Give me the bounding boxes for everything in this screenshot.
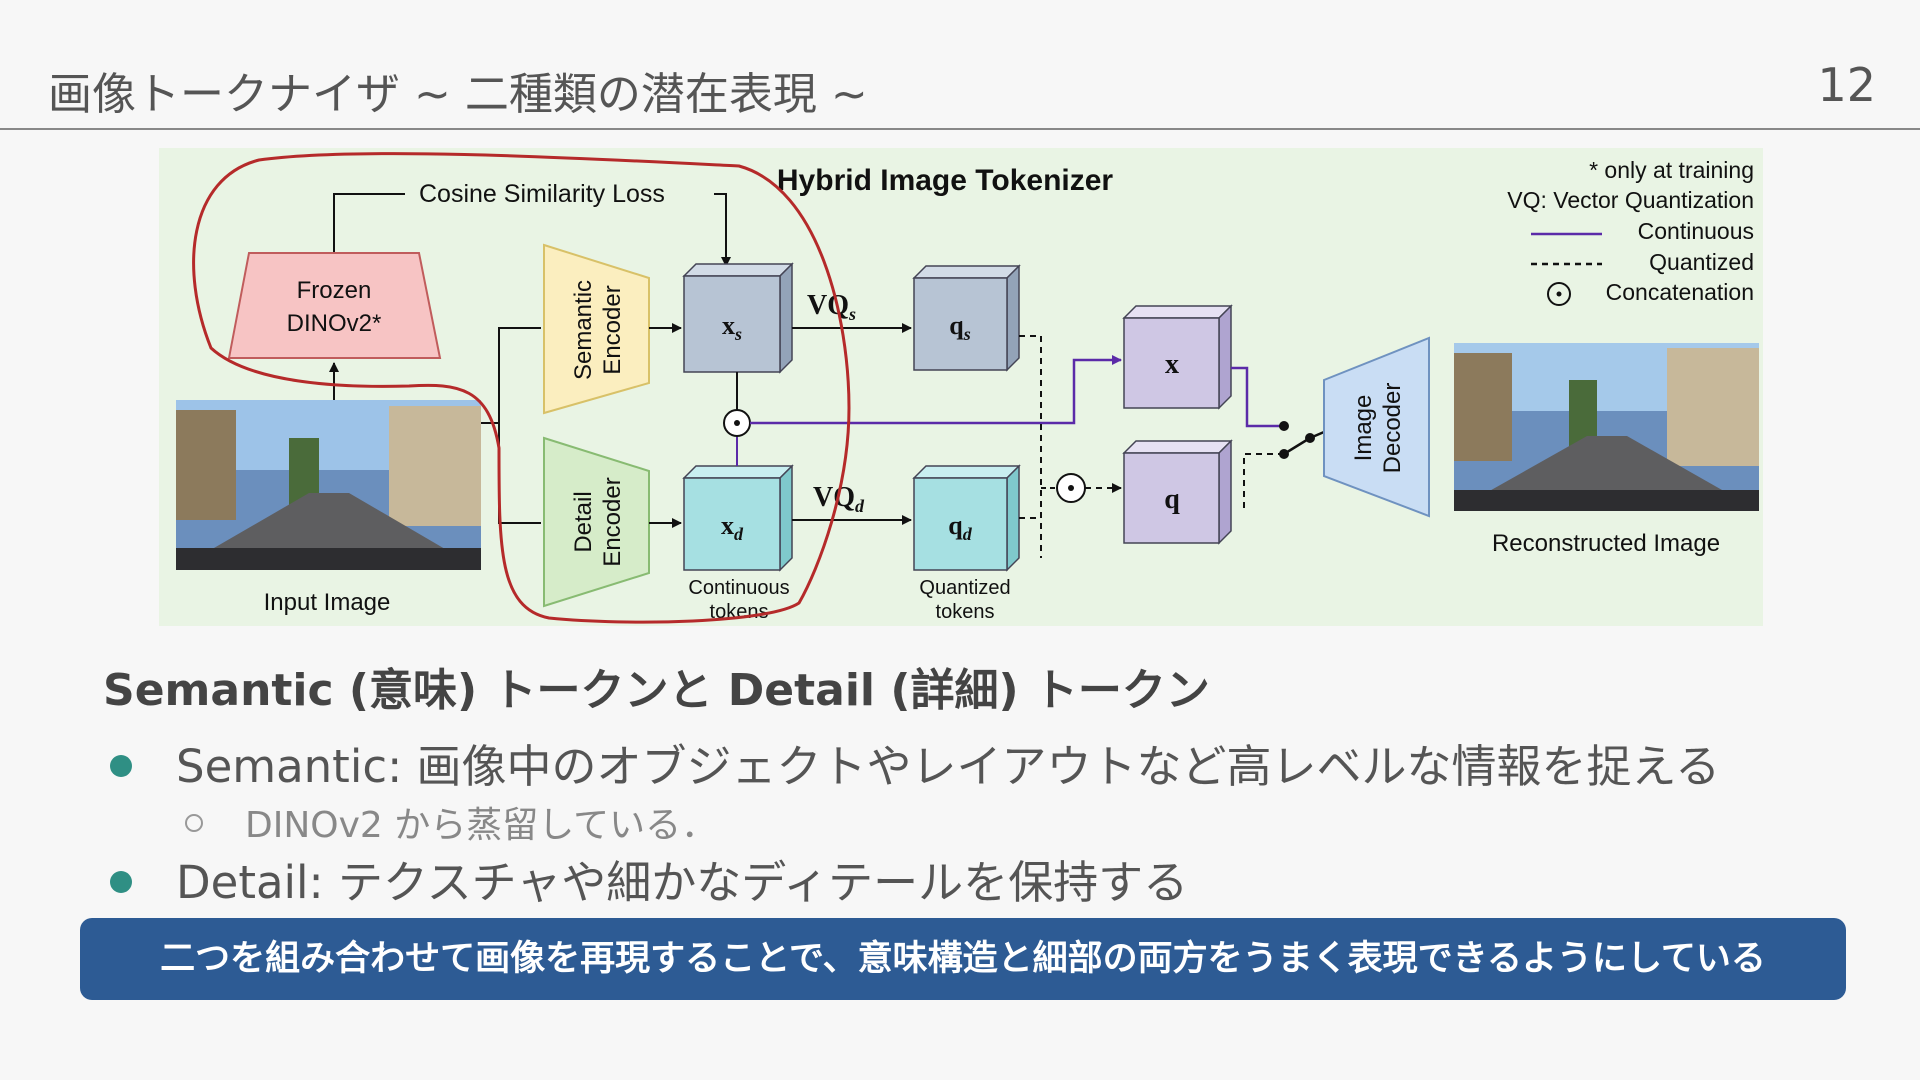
frozen-label-2: DINOv2*	[287, 310, 382, 337]
q-cube	[1122, 439, 1233, 545]
summary-banner: 二つを組み合わせて画像を再現することで、意味構造と細部の両方をうまく表現できるよ…	[80, 918, 1846, 1000]
qs-label: qs	[949, 311, 970, 344]
q-to-switch-line	[1243, 453, 1284, 508]
xs-label: xs	[722, 311, 742, 344]
frozen-label-1: Frozen	[297, 277, 372, 304]
quantized-path-line	[1019, 335, 1042, 558]
diagram-title: Hybrid Image Tokenizer	[777, 164, 1114, 197]
legend-concat-icon	[1547, 282, 1571, 306]
qs-cube	[912, 264, 1021, 372]
input-image-label: Input Image	[264, 589, 391, 616]
legend-continuous: Continuous	[1638, 218, 1754, 244]
xd-label: xd	[721, 511, 744, 544]
legend-vq: VQ: Vector Quantization	[1507, 187, 1754, 213]
hollow-bullet-icon	[185, 814, 203, 832]
legend-concatenation: Concatenation	[1606, 279, 1754, 305]
qd-cube	[912, 464, 1021, 572]
cosine-loss-left-line	[333, 193, 405, 252]
cosine-loss-label: Cosine Similarity Loss	[419, 180, 665, 208]
bullet-semantic-text: Semantic: 画像中のオブジェクトやレイアウトなど高レベルな情報を捉える	[176, 740, 1721, 793]
input-image	[176, 400, 481, 570]
detail-encoder-label-2: Encoder	[599, 477, 626, 566]
semantic-annotation-outline	[192, 152, 851, 624]
bullet-dot-icon	[110, 871, 132, 893]
switch-icon	[1283, 436, 1311, 456]
sub-bullet-text: DINOv2 から蒸留している．	[245, 805, 718, 846]
semantic-encoder-label-1: Semantic	[570, 280, 597, 380]
section-heading: Semantic (意味) トークンと Detail (詳細) トークン	[103, 665, 1210, 716]
bullet-detail: Detail: テクスチャや細かなディテールを保持する	[110, 846, 1188, 911]
q-label: q	[1164, 484, 1180, 515]
continuous-path-line	[750, 355, 1122, 425]
frozen-dinov2-block	[227, 252, 442, 359]
bullet-detail-text: Detail: テクスチャや細かなディテールを保持する	[176, 856, 1189, 909]
title-divider	[0, 128, 1920, 130]
x-label: x	[1165, 349, 1179, 380]
xs-cube	[682, 262, 794, 374]
x-to-switch-line	[1231, 366, 1284, 428]
detail-encoder-block	[543, 436, 650, 608]
sub-bullet-dinov2: DINOv2 から蒸留している．	[185, 796, 717, 848]
input-branch-line	[481, 327, 541, 424]
image-decoder-label-2: Decoder	[1379, 383, 1406, 474]
reconstructed-image-label: Reconstructed Image	[1492, 530, 1720, 557]
diagram-legend: * only at training VQ: Vector Quantizati…	[1507, 157, 1754, 306]
image-decoder-label-1: Image	[1350, 395, 1377, 462]
semantic-encoder-block	[543, 243, 650, 415]
page-number: 12	[1817, 58, 1876, 112]
detail-encoder-label-1: Detail	[570, 491, 597, 552]
xd-cube	[682, 464, 794, 572]
legend-note: * only at training	[1589, 157, 1754, 183]
bullet-semantic: Semantic: 画像中のオブジェクトやレイアウトなど高レベルな情報を捉える	[110, 730, 1720, 795]
hybrid-tokenizer-diagram: Hybrid Image Tokenizer * only at trainin…	[159, 148, 1763, 626]
image-decoder-block	[1323, 336, 1430, 518]
quantized-tokens-label-1: Quantized	[919, 577, 1010, 599]
reconstructed-image	[1454, 343, 1759, 511]
continuous-tokens-label-1: Continuous	[688, 577, 789, 599]
bullet-dot-icon	[110, 755, 132, 777]
semantic-encoder-label-2: Encoder	[599, 285, 626, 374]
quantized-tokens-label-2: tokens	[936, 601, 995, 623]
slide-title: 画像トークナイザ ~ 二種類の潜在表現 ~	[48, 69, 868, 120]
qd-label: qd	[948, 511, 972, 544]
cosine-loss-right-arrow	[714, 193, 731, 267]
vqs-label: VQs	[807, 290, 856, 324]
x-cube	[1122, 304, 1233, 410]
legend-quantized: Quantized	[1649, 249, 1754, 275]
continuous-tokens-label-2: tokens	[710, 601, 769, 623]
